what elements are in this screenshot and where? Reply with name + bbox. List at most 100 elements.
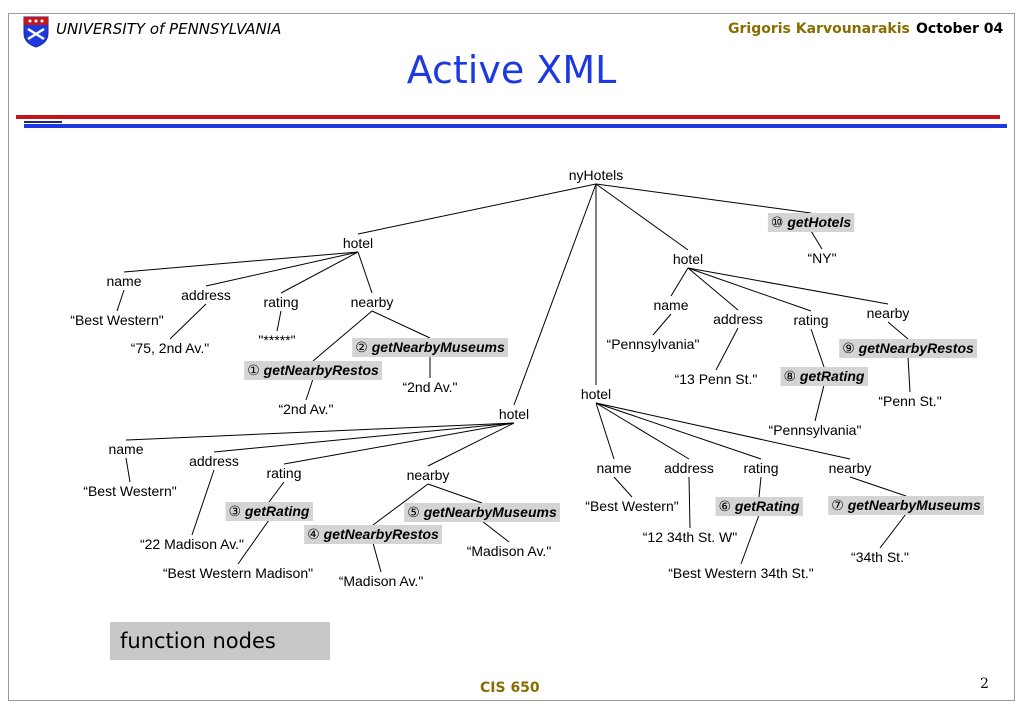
svg-text:address: address — [664, 460, 714, 476]
tree-node-h2-rating: rating — [266, 465, 301, 481]
tree-node-h3-rating: rating — [793, 312, 828, 328]
edge-h3-nearby-to-f9 — [887, 321, 909, 340]
tree-node-f5-arg: “Madison Av." — [467, 543, 552, 559]
edge-h3-to-h3-addr — [687, 267, 739, 311]
edge-f6-to-f6-arg — [740, 514, 760, 565]
svg-text:“22 Madison Av.": “22 Madison Av." — [140, 536, 244, 552]
svg-text:“13 Penn St.": “13 Penn St." — [675, 371, 758, 387]
svg-text:nearby: nearby — [867, 305, 910, 321]
slide-frame — [8, 13, 1015, 701]
svg-text:“Madison Av.": “Madison Av." — [339, 573, 424, 589]
edge-f8-to-f8-arg — [814, 384, 825, 422]
svg-text:“34th St.": “34th St." — [851, 549, 909, 565]
edge-h3-name-to-h3-name-v — [652, 313, 672, 336]
svg-text:name: name — [653, 297, 688, 313]
edge-h2-addr-to-h2-addr-v — [191, 469, 215, 536]
author-name: Grigoris Karvounarakis — [728, 21, 910, 37]
edge-h1-rating-to-h1-rating-v — [276, 310, 282, 332]
tree-node-h4-addr: address — [664, 460, 714, 476]
edge-h4-addr-to-h4-addr-v — [688, 476, 691, 529]
function-node-f5: ⑤ getNearbyMuseums — [404, 503, 560, 522]
edge-f1-to-f1-arg — [305, 378, 314, 401]
edge-h1-to-h1-rating — [280, 251, 359, 294]
edge-h4-nearby-to-f7 — [849, 476, 907, 497]
svg-text:hotel: hotel — [343, 235, 373, 251]
edge-f9-to-f9-arg — [907, 356, 911, 393]
tree-node-h1: hotel — [343, 235, 373, 251]
svg-text:hotel: hotel — [581, 386, 611, 402]
svg-text:“NY": “NY" — [807, 250, 836, 266]
edge-h2-nearby-to-f5 — [427, 483, 483, 504]
svg-text:name: name — [108, 441, 143, 457]
edge-h2-name-to-h2-name-v — [125, 457, 131, 483]
edge-root-to-h3 — [595, 183, 689, 251]
edge-h1-to-h1-addr — [205, 251, 359, 287]
function-node-highlight — [404, 503, 560, 522]
edge-f7-to-f7-arg — [879, 513, 907, 549]
svg-text:hotel: hotel — [499, 406, 529, 422]
function-node-f7: ⑦ getNearbyMuseums — [828, 496, 984, 515]
svg-text:hotel: hotel — [673, 251, 703, 267]
tree-node-h3-name: name — [653, 297, 688, 313]
svg-text:“12 34th St. W": “12 34th St. W" — [643, 529, 737, 545]
svg-text:⑩ getHotels: ⑩ getHotels — [771, 214, 851, 231]
edge-h2-to-h2-name — [125, 422, 515, 441]
function-node-highlight — [715, 497, 803, 516]
tree-node-h2-addr: address — [189, 453, 239, 469]
tree-node-h2-name: name — [108, 441, 143, 457]
svg-text:“2nd Av.": “2nd Av." — [402, 379, 457, 395]
edge-h3-to-h3-nearby — [687, 267, 889, 305]
edge-h4-to-h4-rating — [595, 402, 762, 460]
header-rule-blue — [24, 124, 1007, 128]
tree-node-h1-rating-v: "*****" — [258, 332, 295, 348]
tree-node-h2-nearby: nearby — [407, 467, 450, 483]
svg-text:rating: rating — [263, 294, 298, 310]
svg-text:“2nd Av.": “2nd Av." — [278, 401, 333, 417]
page-number: 2 — [980, 676, 989, 692]
tree-node-h3-addr-v: “13 Penn St." — [675, 371, 758, 387]
function-node-f2: ② getNearbyMuseums — [352, 338, 508, 357]
edge-f3-to-f3-arg — [237, 519, 270, 565]
svg-text:address: address — [181, 287, 231, 303]
edge-h1-to-h1-nearby — [357, 251, 373, 294]
function-node-f4: ④ getNearbyRestos — [304, 525, 443, 544]
tree-node-h1-nearby: nearby — [351, 294, 394, 310]
university-shield-icon — [23, 16, 49, 48]
tree-node-h2: hotel — [499, 406, 529, 422]
svg-text:“Best Western": “Best Western" — [70, 312, 163, 328]
function-node-f3: ③ getRating — [225, 502, 313, 521]
svg-text:“Best Western Madison": “Best Western Madison" — [163, 565, 313, 581]
function-node-f10: ⑩ getHotels — [767, 213, 855, 232]
svg-text:⑧ getRating: ⑧ getRating — [783, 368, 864, 385]
header-rule-red — [16, 115, 1000, 119]
tree-node-h1-addr-v: “75, 2nd Av." — [131, 340, 209, 356]
tree-edges — [116, 183, 911, 573]
edge-root-to-f10 — [595, 183, 812, 214]
edge-h2-to-h2-addr — [213, 422, 515, 453]
edge-h2-rating-to-f3 — [268, 481, 285, 503]
course-code: CIS 650 — [480, 680, 540, 696]
tree-node-f1-arg: “2nd Av." — [278, 401, 333, 417]
tree-node-h3-addr: address — [713, 311, 763, 327]
edge-h3-to-h3-name — [670, 267, 689, 297]
tree-node-h1-rating: rating — [263, 294, 298, 310]
tree-node-f3-arg: “Best Western Madison" — [163, 565, 313, 581]
svg-text:"*****": "*****" — [258, 332, 295, 348]
university-name: UNIVERSITY of PENNSYLVANIA — [56, 20, 282, 38]
edge-h1-addr-to-h1-addr-v — [169, 303, 207, 340]
tree-node-h4: hotel — [581, 386, 611, 402]
function-node-f8: ⑧ getRating — [780, 367, 868, 386]
tree-node-h2-addr-v: “22 Madison Av." — [140, 536, 244, 552]
svg-text:nearby: nearby — [407, 467, 450, 483]
svg-text:name: name — [596, 460, 631, 476]
tree-node-f4-arg: “Madison Av." — [339, 573, 424, 589]
edge-f5-to-f5-arg — [481, 520, 510, 543]
tree-node-root: nyHotels — [569, 167, 623, 183]
tree-node-h4-rating: rating — [743, 460, 778, 476]
edge-h4-to-h4-nearby — [595, 402, 851, 460]
function-node-highlight — [244, 361, 383, 380]
edge-f4-to-f4-arg — [372, 542, 382, 573]
svg-text:① getNearbyRestos: ① getNearbyRestos — [247, 362, 379, 379]
function-node-f9: ⑨ getNearbyRestos — [839, 339, 978, 358]
function-node-highlight — [225, 502, 313, 521]
